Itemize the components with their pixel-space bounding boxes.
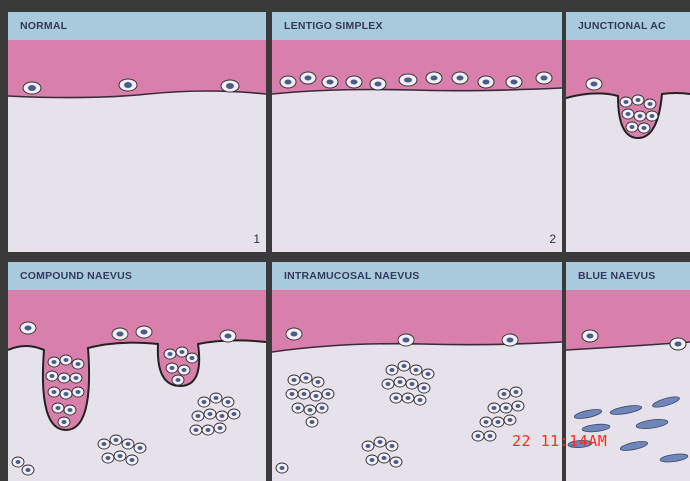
panel-number: 2: [549, 232, 556, 246]
panel-junctional: JUNCTIONAL AC: [566, 12, 690, 252]
panel-lentigo-simplex: LENTIGO SIMPLEX 2: [272, 12, 562, 252]
tissue-diagram: [8, 262, 266, 481]
melanocyte: [221, 80, 239, 92]
panel-number: 1: [253, 232, 260, 246]
melanocyte: [119, 79, 137, 91]
melanocyte: [23, 82, 41, 94]
panel-compound-naevus: COMPOUND NAEVUS: [8, 262, 266, 481]
camera-timestamp: 22 11:14AM: [512, 432, 607, 450]
tissue-diagram: [272, 12, 562, 252]
panel-normal: NORMAL 1: [8, 12, 266, 252]
tissue-diagram: [8, 12, 266, 252]
tissue-diagram: [566, 12, 690, 252]
